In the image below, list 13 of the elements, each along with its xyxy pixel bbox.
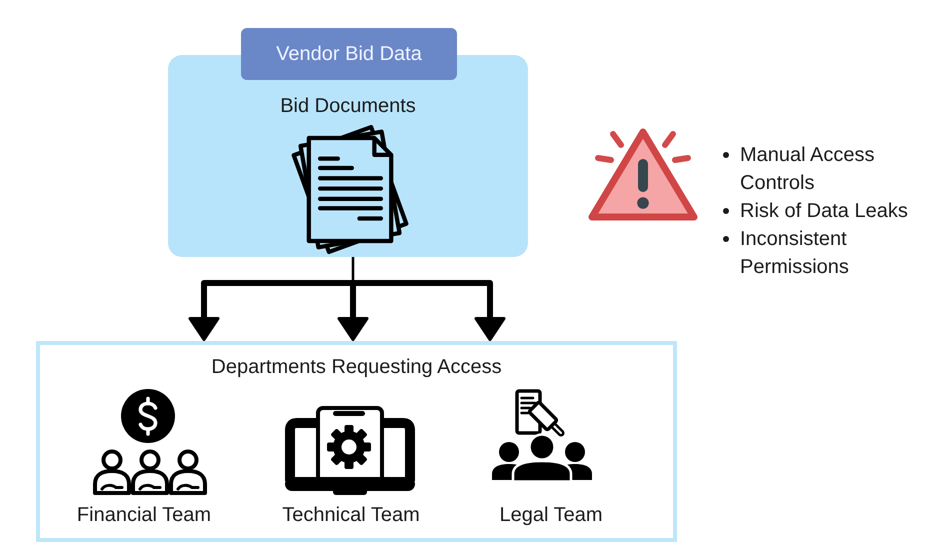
arrow (338, 283, 368, 341)
group-title: Departments Requesting Access (211, 355, 502, 380)
connector-line (352, 257, 354, 283)
team-name: Technical Team (282, 503, 420, 528)
bullet-text: Manual Access Controls (718, 141, 890, 197)
arrow (353, 280, 506, 341)
header-tab: Vendor Bid Data (241, 28, 457, 80)
bullet-text: Inconsistent Permissions (718, 225, 868, 281)
team-name: Legal Team (499, 503, 603, 528)
bullet-text: Risk of Data Leaks (718, 197, 908, 225)
team-name: Financial Team (76, 503, 212, 528)
panel-title: Bid Documents (280, 94, 416, 119)
arrow (188, 280, 353, 341)
